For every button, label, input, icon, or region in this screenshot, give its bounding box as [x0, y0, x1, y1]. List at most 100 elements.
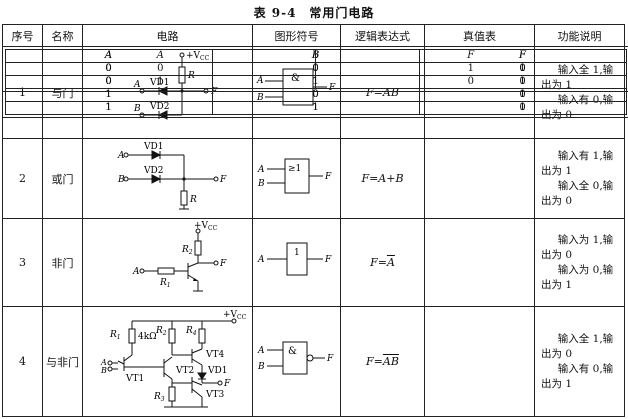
svg-text:VD2: VD2	[143, 166, 163, 176]
function-line: 输入全 1,输出为 0	[541, 332, 614, 360]
svg-text:R2: R2	[155, 326, 167, 337]
or-gate-symbol: ≥1 A B F	[257, 158, 332, 194]
svg-text:+VCC: +VCC	[194, 221, 218, 232]
svg-text:A: A	[257, 165, 265, 175]
not-gate-symbol: 1 A F	[257, 242, 332, 276]
truth-cell: 0	[211, 87, 420, 102]
truth-header-cell: F	[418, 48, 627, 63]
row-name: 非门	[42, 218, 83, 307]
svg-text:B: B	[257, 179, 265, 189]
svg-text:F: F	[219, 175, 227, 185]
svg-text:A: A	[132, 267, 140, 277]
function-line: 输入全 0,输出为 0	[541, 179, 614, 207]
or-symbol: ≥1 A B F	[252, 138, 341, 219]
svg-text:B: B	[100, 366, 107, 375]
header-index: 序号	[2, 24, 43, 47]
table-row: 3 非门	[1, 45, 628, 307]
svg-text:R2: R2	[181, 245, 193, 256]
or-circuit: VD1 VD2 A B F R	[82, 138, 253, 219]
svg-text:VT4: VT4	[205, 350, 225, 360]
svg-text:B: B	[117, 175, 125, 185]
row-expression: F=AB	[340, 306, 425, 417]
expression-negated: A	[386, 256, 395, 269]
nand-symbol: & A B F	[252, 306, 341, 417]
truth-header-cell: A	[4, 48, 213, 63]
svg-text:B: B	[257, 362, 265, 372]
svg-text:R1: R1	[109, 330, 121, 341]
svg-text:R1: R1	[159, 278, 171, 289]
truth-cell: 0	[418, 100, 627, 115]
svg-text:R: R	[189, 195, 197, 205]
truth-cell: 0	[4, 61, 213, 76]
function-line: 输入为 1,输出为 0	[541, 233, 614, 261]
function-line: 输入有 0,输出为 1	[541, 362, 614, 390]
row-name: 与非门	[42, 306, 83, 417]
svg-text:A: A	[257, 255, 265, 265]
header-symbol: 图形符号	[252, 24, 341, 47]
svg-text:R3: R3	[153, 392, 165, 403]
svg-text:F: F	[324, 255, 332, 265]
svg-text:F: F	[219, 259, 227, 269]
row-function: 输入有 1,输出为 1 输入全 0,输出为 0	[534, 138, 625, 219]
row-expression: F=A	[340, 218, 425, 307]
not-symbol: 1 A F	[252, 218, 341, 307]
header-truth-table: 真值表	[424, 24, 535, 47]
svg-text:F: F	[324, 172, 332, 182]
svg-text:A: A	[100, 358, 107, 367]
svg-text:VD1: VD1	[207, 366, 227, 376]
truth-cell: 1	[4, 87, 213, 102]
header-function: 功能说明	[534, 24, 625, 47]
table-title: 表 9-4 常用门电路	[253, 6, 375, 20]
svg-text:VT3: VT3	[205, 390, 225, 400]
row-name: 或门	[42, 138, 83, 219]
svg-text:R4: R4	[185, 326, 197, 337]
table-row: 4 与非门	[1, 45, 628, 417]
svg-text:A: A	[117, 151, 125, 161]
or-circuit-diagram: VD1 VD2 A B F R	[117, 142, 227, 210]
svg-text:A: A	[257, 346, 265, 356]
row-function: 输入全 1,输出为 0 输入有 0,输出为 1	[534, 306, 625, 417]
truth-cell: 1	[211, 100, 420, 115]
truth-cell: 0	[211, 61, 420, 76]
truth-header-cell: B	[211, 48, 420, 63]
row-index: 2	[2, 138, 43, 219]
row-index: 4	[2, 306, 43, 417]
svg-text:&: &	[288, 346, 297, 357]
row-function: 输入为 1,输出为 0 输入为 0,输出为 1	[534, 218, 625, 307]
truth-cell: 1	[418, 87, 627, 102]
not-circuit-diagram: +VCC R2 R1 A F	[132, 221, 227, 292]
truth-cell: 1	[418, 61, 627, 76]
logic-gate-table: 序号 名称 电路 图形符号 逻辑表达式 真值表 功能说明 1 与门	[1, 24, 628, 417]
svg-text:≥1: ≥1	[288, 164, 301, 174]
truth-cell: 0	[4, 74, 213, 89]
truth-cell: 1	[4, 100, 213, 115]
svg-text:F: F	[326, 354, 334, 364]
truth-cell: 1	[211, 74, 420, 89]
function-line: 输入有 1,输出为 1	[541, 149, 614, 177]
nand-circuit-diagram: +VCC R1 4kΩ R2 R4 R3 VT4 VD1 VT2 VT3 VT1…	[100, 310, 247, 408]
expression-negated: AB	[382, 355, 399, 368]
row-expression: F=A+B	[340, 138, 425, 219]
svg-text:+VCC: +VCC	[223, 310, 247, 321]
expression-prefix: F=	[370, 256, 387, 269]
svg-text:F: F	[223, 379, 231, 389]
svg-text:VT2: VT2	[175, 366, 194, 376]
svg-text:1: 1	[294, 248, 300, 258]
not-circuit: +VCC R2 R1 A F	[82, 218, 253, 307]
svg-text:4kΩ: 4kΩ	[138, 332, 157, 342]
header-row: 序号 名称 电路 图形符号 逻辑表达式 真值表 功能说明	[2, 24, 625, 47]
header-expression: 逻辑表达式	[340, 24, 425, 47]
header-circuit: 电路	[82, 24, 253, 47]
function-line: 输入为 0,输出为 1	[541, 263, 614, 291]
truth-cell: 1	[418, 74, 627, 89]
row-index: 3	[2, 218, 43, 307]
svg-text:VT1: VT1	[125, 374, 144, 384]
